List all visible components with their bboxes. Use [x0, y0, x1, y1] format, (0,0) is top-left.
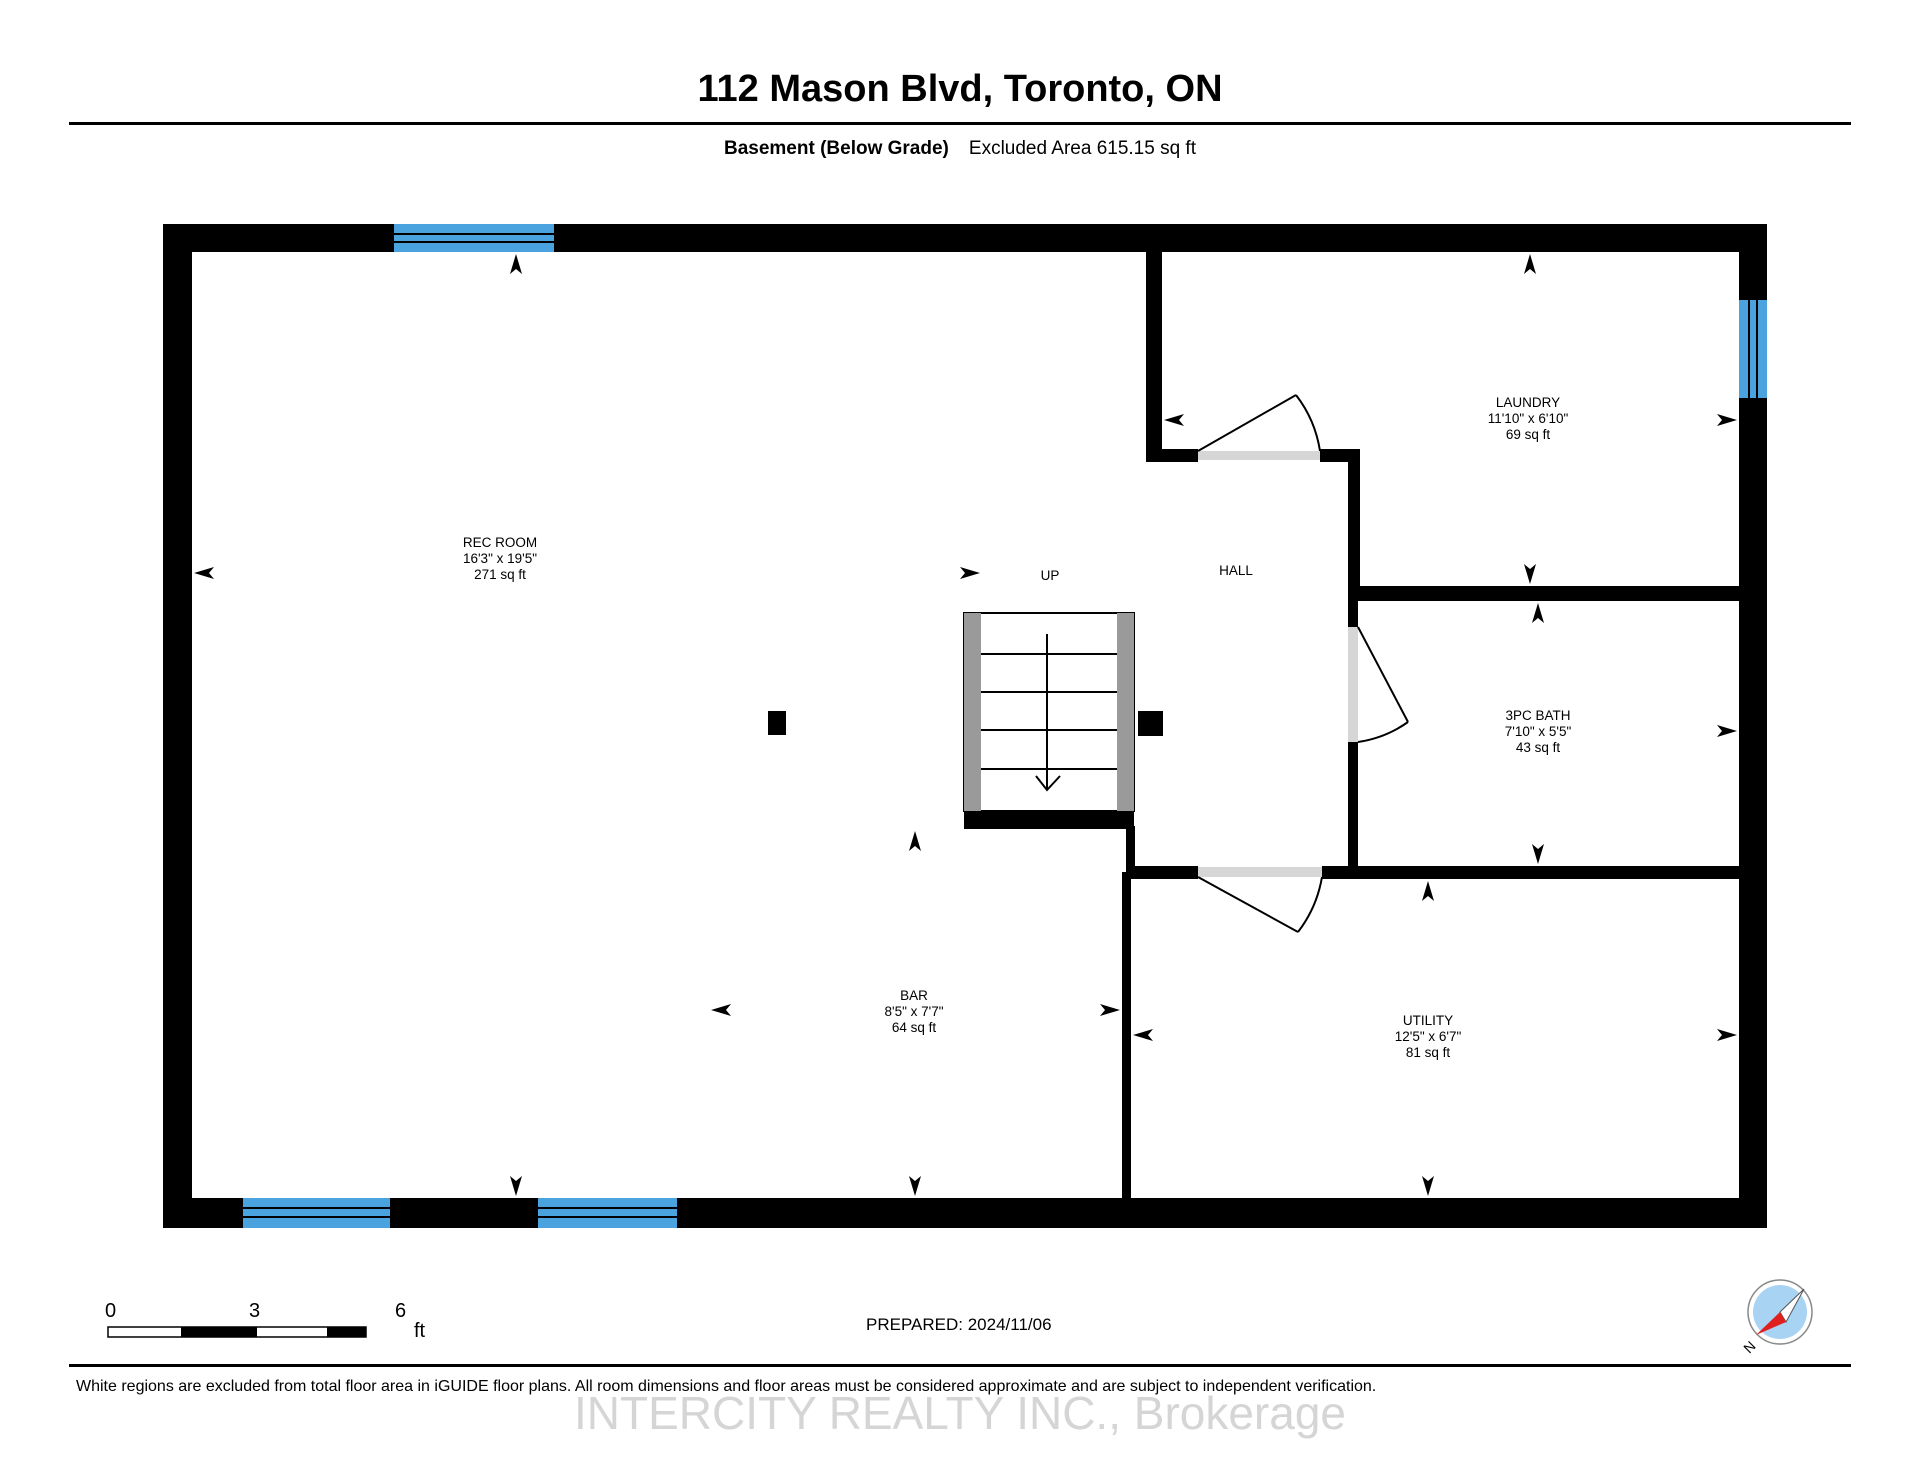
- room-bar-label: BAR 8'5" x 7'7" 64 sq ft: [884, 988, 943, 1035]
- room-utility-label: UTILITY 12'5" x 6'7" 81 sq ft: [1395, 1013, 1462, 1060]
- wall-laundry-stub-left: [1146, 449, 1198, 462]
- wall-utility-stub-right: [1322, 866, 1352, 879]
- door-utility: [1197, 867, 1323, 933]
- window-rec-bottom-1: [243, 1198, 390, 1228]
- wall-left: [163, 224, 192, 1228]
- wall-bath-left-bottom: [1348, 742, 1358, 872]
- door-laundry: [1197, 394, 1321, 460]
- compass-icon: N: [1740, 1279, 1813, 1356]
- room-laundry-label: LAUNDRY 11'10" x 6'10" 69 sq ft: [1488, 395, 1569, 442]
- wall-utility-stub-left: [1128, 866, 1198, 879]
- staircase: [963, 612, 1135, 812]
- doors: [1197, 394, 1409, 933]
- windows: [243, 224, 1767, 1228]
- scale-bar: [107, 1326, 367, 1338]
- wall-bath-left-top: [1348, 599, 1358, 627]
- svg-text:69 sq ft: 69 sq ft: [1506, 427, 1551, 442]
- window-rec-bottom-2: [538, 1198, 677, 1228]
- svg-text:8'5" x 7'7": 8'5" x 7'7": [884, 1004, 943, 1019]
- wall-bottom: [163, 1198, 1767, 1228]
- door-bath: [1348, 626, 1409, 743]
- column-hall: [1138, 711, 1163, 736]
- wall-laundry-bottom: [1348, 586, 1739, 601]
- column-rec: [768, 711, 786, 735]
- title-divider: [69, 122, 1851, 125]
- arrow-down: [510, 1176, 522, 1196]
- svg-text:16'3" x 19'5": 16'3" x 19'5": [463, 551, 537, 566]
- svg-text:BAR: BAR: [900, 988, 928, 1003]
- scale-tick-0: 0: [105, 1300, 117, 1322]
- prepared-date: PREPARED: 2024/11/06: [866, 1315, 1052, 1334]
- hall-label: HALL: [1219, 563, 1253, 578]
- wall-stair-bottom: [964, 811, 1134, 829]
- arrow-left: [194, 567, 214, 579]
- wall-bar-divider-top: [1126, 826, 1135, 878]
- scale-tick-3: 3: [249, 1300, 261, 1322]
- wall-bar-divider: [1122, 872, 1131, 1202]
- svg-text:43 sq ft: 43 sq ft: [1516, 740, 1561, 755]
- compass-north-label: N: [1740, 1338, 1758, 1356]
- svg-text:7'10" x 5'5": 7'10" x 5'5": [1505, 724, 1572, 739]
- svg-text:LAUNDRY: LAUNDRY: [1496, 395, 1560, 410]
- room-rec-room-label: REC ROOM 16'3" x 19'5" 271 sq ft: [463, 535, 537, 582]
- level-subtitle: Basement (Below Grade) Excluded Area 615.…: [0, 138, 1920, 160]
- arrow-up: [510, 254, 522, 274]
- wall-laundry-left: [1146, 252, 1162, 461]
- level-area: Excluded Area 615.15 sq ft: [968, 138, 1196, 159]
- window-laundry-right: [1739, 300, 1767, 398]
- walls: [163, 224, 1767, 1228]
- dimension-arrows: [194, 254, 1737, 1196]
- svg-text:271 sq ft: 271 sq ft: [474, 567, 526, 582]
- footer-divider: [69, 1364, 1851, 1367]
- level-name: Basement (Below Grade): [723, 138, 949, 159]
- disclaimer-text: White regions are excluded from total fl…: [76, 1378, 1377, 1395]
- wall-bath-bottom: [1348, 866, 1739, 879]
- scale-unit: ft: [414, 1320, 426, 1342]
- svg-text:12'5" x 6'7": 12'5" x 6'7": [1395, 1029, 1462, 1044]
- brokerage-watermark: INTERCITY REALTY INC., Brokerage: [573, 1387, 1346, 1439]
- wall-hall-right-upper: [1348, 449, 1360, 589]
- stair-up-label: UP: [1041, 568, 1060, 583]
- svg-text:64 sq ft: 64 sq ft: [892, 1020, 937, 1035]
- svg-text:REC ROOM: REC ROOM: [463, 535, 537, 550]
- room-3pc-bath-label: 3PC BATH 7'10" x 5'5" 43 sq ft: [1505, 708, 1572, 755]
- svg-text:11'10" x 6'10": 11'10" x 6'10": [1488, 411, 1569, 426]
- page-title: 112 Mason Blvd, Toronto, ON: [697, 68, 1223, 110]
- scale-tick-6: 6: [395, 1300, 407, 1322]
- svg-text:3PC BATH: 3PC BATH: [1505, 708, 1570, 723]
- window-rec-top: [394, 224, 554, 252]
- arrow-right: [960, 567, 980, 579]
- svg-text:81 sq ft: 81 sq ft: [1406, 1045, 1451, 1060]
- svg-text:UTILITY: UTILITY: [1403, 1013, 1453, 1028]
